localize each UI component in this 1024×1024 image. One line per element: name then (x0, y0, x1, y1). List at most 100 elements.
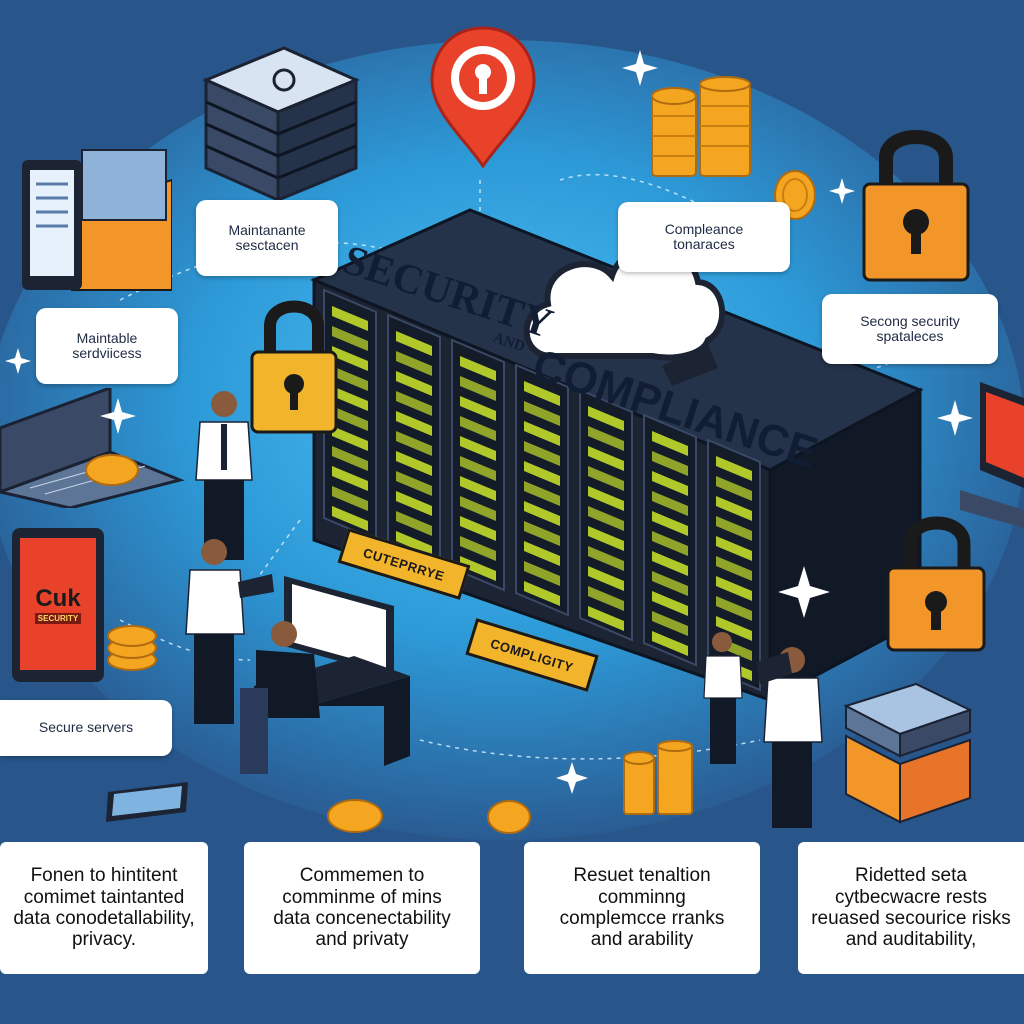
server-led-row (460, 436, 496, 461)
server-led-row (652, 531, 688, 556)
benefit-card-3-line4: and arability (590, 929, 694, 951)
server-led-row (588, 486, 624, 511)
coin-icon (327, 799, 383, 833)
coin-stack-icon (651, 76, 751, 177)
server-led-row (588, 406, 624, 431)
person-figure (703, 632, 743, 764)
callout-second-security-line1: Secong security (860, 312, 960, 329)
callout-second-security: Secong security spataleces (822, 294, 998, 364)
cloud-icon (523, 244, 726, 386)
server-stack-icon (843, 682, 973, 824)
tablet-sign-big: Cuk (35, 584, 81, 612)
callout-secure-servers-label: Secure servers (38, 719, 134, 736)
server-led-row (332, 446, 368, 471)
benefit-card-3-line3: complemcce rranks (559, 908, 725, 929)
server-led-row (588, 426, 624, 451)
benefit-card-2-line1: Commemen to (299, 865, 425, 887)
server-led-row (396, 391, 432, 416)
server-led-row (652, 491, 688, 516)
benefit-card-2: Commemen to comminme of mins data concen… (244, 842, 480, 974)
callout-compleance-line1: Compleance (664, 220, 744, 237)
callout-second-security-line2: spataleces (876, 328, 944, 344)
coin-stack-icon (623, 740, 693, 815)
server-led-row (332, 406, 368, 431)
server-led-row (332, 506, 368, 531)
tablet-icon (106, 782, 188, 822)
coin-icon (85, 454, 139, 486)
server-led-row (588, 526, 624, 551)
server-led-row (396, 471, 432, 496)
server-led-row (332, 386, 368, 411)
laptop-icon (0, 388, 185, 508)
server-led-row (460, 376, 496, 401)
server-led-row (396, 511, 432, 536)
benefit-card-3-line1: Resuet tenaltion (573, 865, 711, 887)
benefit-card-1-line3: data conodetallability, (13, 908, 195, 929)
server-led-row (524, 561, 560, 586)
server-led-row (652, 631, 688, 656)
server-led-row (716, 536, 752, 561)
server-led-row (460, 556, 496, 581)
tablet-icon: Cuk SECURITY (12, 528, 104, 682)
padlock-icon (862, 130, 970, 282)
server-led-row (652, 551, 688, 576)
coin-stack-icon (107, 625, 157, 671)
server-led-row (460, 416, 496, 441)
server-led-row (652, 571, 688, 596)
server-led-row (588, 546, 624, 571)
server-led-row (588, 606, 624, 631)
server-led-row (332, 466, 368, 491)
benefit-card-4-line1: Ridetted seta (855, 865, 967, 887)
server-led-row (716, 576, 752, 601)
server-led-row (460, 396, 496, 421)
server-led-row (396, 411, 432, 436)
benefit-card-4-line4: and auditability, (845, 929, 977, 951)
server-led-row (652, 591, 688, 616)
server-led-row (524, 521, 560, 546)
server-led-row (396, 531, 432, 556)
benefit-card-1-line1: Fonen to hintitent (30, 865, 178, 887)
server-led-row (332, 346, 368, 371)
server-led-row (588, 506, 624, 531)
padlock-icon (250, 300, 338, 434)
benefit-card-4-line3: reuased secourice risks (811, 908, 1011, 929)
server-led-row (524, 421, 560, 446)
server-led-row (524, 581, 560, 606)
server-led-row (332, 326, 368, 351)
server-box-icon (22, 149, 172, 291)
server-led-row (460, 476, 496, 501)
laptop-icon (960, 382, 1024, 528)
server-stack-icon (202, 46, 360, 203)
callout-maintainable-line1: Maintable (76, 329, 138, 346)
server-led-row (588, 586, 624, 611)
server-led-row (716, 476, 752, 501)
person-figure (185, 539, 274, 724)
server-led-row (716, 616, 752, 641)
person-figure (756, 647, 823, 828)
server-led-row (396, 431, 432, 456)
callout-secure-servers: Secure servers (0, 700, 172, 756)
server-led-row (396, 371, 432, 396)
callout-maintenance-line1: Maintanante (228, 221, 306, 238)
server-led-row (588, 446, 624, 471)
server-led-row (524, 461, 560, 486)
server-led-row (652, 471, 688, 496)
server-led-row (524, 481, 560, 506)
server-led-row (332, 426, 368, 451)
server-led-row (460, 356, 496, 381)
server-led-row (716, 516, 752, 541)
server-led-row (652, 431, 688, 456)
server-led-row (652, 511, 688, 536)
server-led-row (652, 451, 688, 476)
server-led-row (396, 331, 432, 356)
callout-compleance: Compleance tonaraces (618, 202, 790, 272)
callout-maintainable-line2: serdviicess (72, 345, 142, 361)
server-led-row (396, 451, 432, 476)
server-led-row (460, 496, 496, 521)
padlock-icon (886, 516, 986, 652)
server-led-row (460, 516, 496, 541)
server-led-row (588, 466, 624, 491)
server-led-row (716, 556, 752, 581)
benefit-card-2-line3: data concenectability (273, 908, 451, 929)
